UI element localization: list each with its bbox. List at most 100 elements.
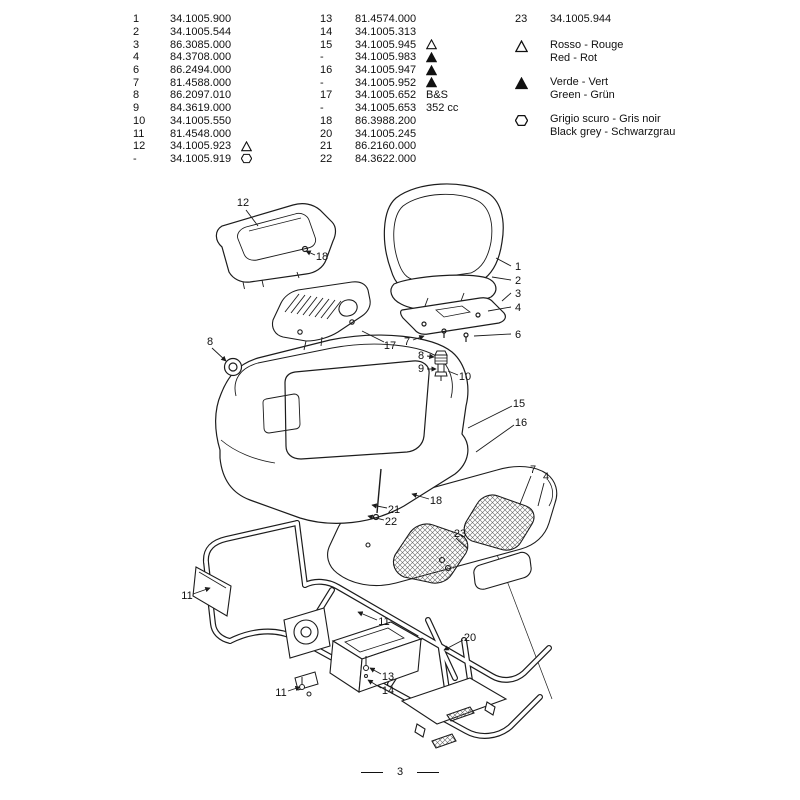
parts-list-row: 7 81.4588.000	[133, 76, 252, 89]
battery-box-bolts	[363, 656, 369, 678]
callout-label: 18	[430, 495, 442, 507]
callout-leader	[369, 667, 382, 675]
part-annotation	[426, 64, 437, 76]
part-ref: 9	[133, 102, 140, 115]
parts-list-row: 21 86.2160.000	[320, 140, 458, 153]
callout-leader	[537, 482, 545, 507]
part-ref: 17	[320, 89, 333, 102]
callout-label: 11	[378, 616, 389, 628]
callout-label: 3	[515, 288, 521, 300]
part-number: 34.1005.945	[355, 38, 417, 51]
callout-label: 13	[382, 671, 394, 683]
battery-box	[329, 621, 423, 693]
parts-list-row: 8 86.2097.010	[133, 89, 252, 102]
part-ref: 3	[133, 38, 140, 51]
seat-assembly-drawing	[383, 183, 506, 342]
footer-rule-right	[417, 771, 440, 773]
callout-leader	[473, 333, 512, 337]
parts-list-row: 20 34.1005.245	[320, 127, 458, 140]
triangle-filled-icon	[426, 64, 437, 75]
callout-leader	[501, 292, 512, 302]
callout-label: 20	[464, 632, 476, 644]
top-cover-drawing	[215, 203, 337, 290]
footrest-panel-drawing	[327, 465, 558, 590]
part-annotation	[426, 39, 437, 50]
callout-leader	[455, 537, 469, 550]
callout-label: 8	[207, 336, 213, 348]
legend-text: Verde - Vert	[550, 76, 609, 88]
part-number: 81.4574.000	[355, 13, 417, 26]
cover-screw	[301, 245, 309, 253]
callout-leader	[519, 475, 532, 505]
part-number: 86.2160.000	[355, 140, 417, 153]
parts-list-row: 6 86.2494.000	[133, 64, 252, 77]
parts-list-row: 1 34.1005.900	[133, 13, 252, 26]
callout-leader	[245, 209, 259, 227]
callout-label: 15	[513, 398, 525, 410]
callout-label: 22	[385, 516, 397, 528]
part-number: 34.1005.653	[355, 102, 417, 115]
parts-list-row: 23 34.1005.944	[515, 13, 621, 26]
part-number: 34.1005.947	[355, 64, 417, 77]
callout-leader	[287, 685, 301, 692]
part-number: 34.1005.550	[170, 114, 232, 127]
triangle-filled-icon	[515, 77, 528, 90]
seat-mount-bolts	[441, 328, 469, 342]
part-number: 86.2097.010	[170, 89, 232, 102]
part-number: 34.1005.923	[170, 140, 232, 153]
rear-plate	[400, 677, 508, 749]
callout-leader	[467, 405, 513, 429]
callout-leader	[305, 250, 316, 256]
parts-list-row: 17 34.1005.652 B&S	[320, 89, 458, 102]
steering-support-plate	[283, 607, 331, 659]
vent-panel-drawing	[271, 281, 371, 351]
parts-list-row: 18 86.3988.200	[320, 115, 458, 128]
part-annotation	[241, 153, 252, 164]
legend-text: Black grey - Schwarzgrau	[550, 125, 676, 138]
part-number: 34.1005.900	[170, 13, 232, 26]
legend-symbol	[515, 39, 550, 64]
part-ref: 13	[320, 13, 333, 26]
part-number: 34.1005.544	[170, 26, 232, 39]
part-ref: 2	[133, 26, 140, 39]
parts-list-row: 13 81.4574.000	[320, 13, 458, 26]
parts-list-column-2: 13 81.4574.000 14 34.1005.313 15 34.1005…	[320, 13, 458, 165]
part-number: 86.3988.200	[355, 114, 417, 127]
callout-label: 4	[515, 302, 521, 314]
callout-label: 9	[418, 363, 424, 375]
callout-label: 6	[515, 329, 521, 341]
parts-list-row: - 34.1005.919	[133, 153, 252, 166]
parts-list-row: 12 34.1005.923	[133, 140, 252, 153]
legend-text: Grigio scuro - Gris noir	[550, 113, 661, 125]
callout-label: 21	[388, 504, 400, 516]
damper-drawing	[434, 350, 448, 381]
parts-list-row: 15 34.1005.945	[320, 38, 458, 51]
callout-leader	[447, 370, 459, 376]
part-number: 84.3622.000	[355, 152, 417, 165]
part-number: 34.1005.245	[355, 127, 417, 140]
callout-label: 12	[237, 197, 249, 209]
parts-list-row: 2 34.1005.544	[133, 26, 252, 39]
callout-label: 7	[404, 336, 410, 348]
parts-list-column-1: 1 34.1005.900 2 34.1005.544 3 86.3085.00…	[133, 13, 252, 165]
page-number: 3	[396, 766, 404, 778]
callout-label: 10	[459, 371, 471, 383]
triangle-open-icon	[241, 140, 252, 151]
parts-list-row: - 34.1005.983	[320, 51, 458, 64]
legend-symbol	[515, 113, 550, 138]
part-ref: -	[133, 152, 137, 165]
triangle-open-icon	[426, 39, 437, 50]
part-number: 34.1005.313	[355, 26, 417, 39]
legend-symbol	[515, 76, 550, 101]
callout-label: 1	[515, 261, 521, 273]
callout-leader	[443, 639, 464, 651]
callout-label: 14	[382, 685, 394, 697]
legend-text: Green - Grün	[550, 88, 615, 101]
triangle-filled-icon	[426, 77, 437, 88]
part-number: 34.1005.919	[170, 152, 232, 165]
hood-body-drawing	[215, 334, 469, 524]
part-ref: 21	[320, 140, 333, 153]
part-ref: 14	[320, 26, 333, 39]
callout-label: 17	[384, 340, 396, 352]
